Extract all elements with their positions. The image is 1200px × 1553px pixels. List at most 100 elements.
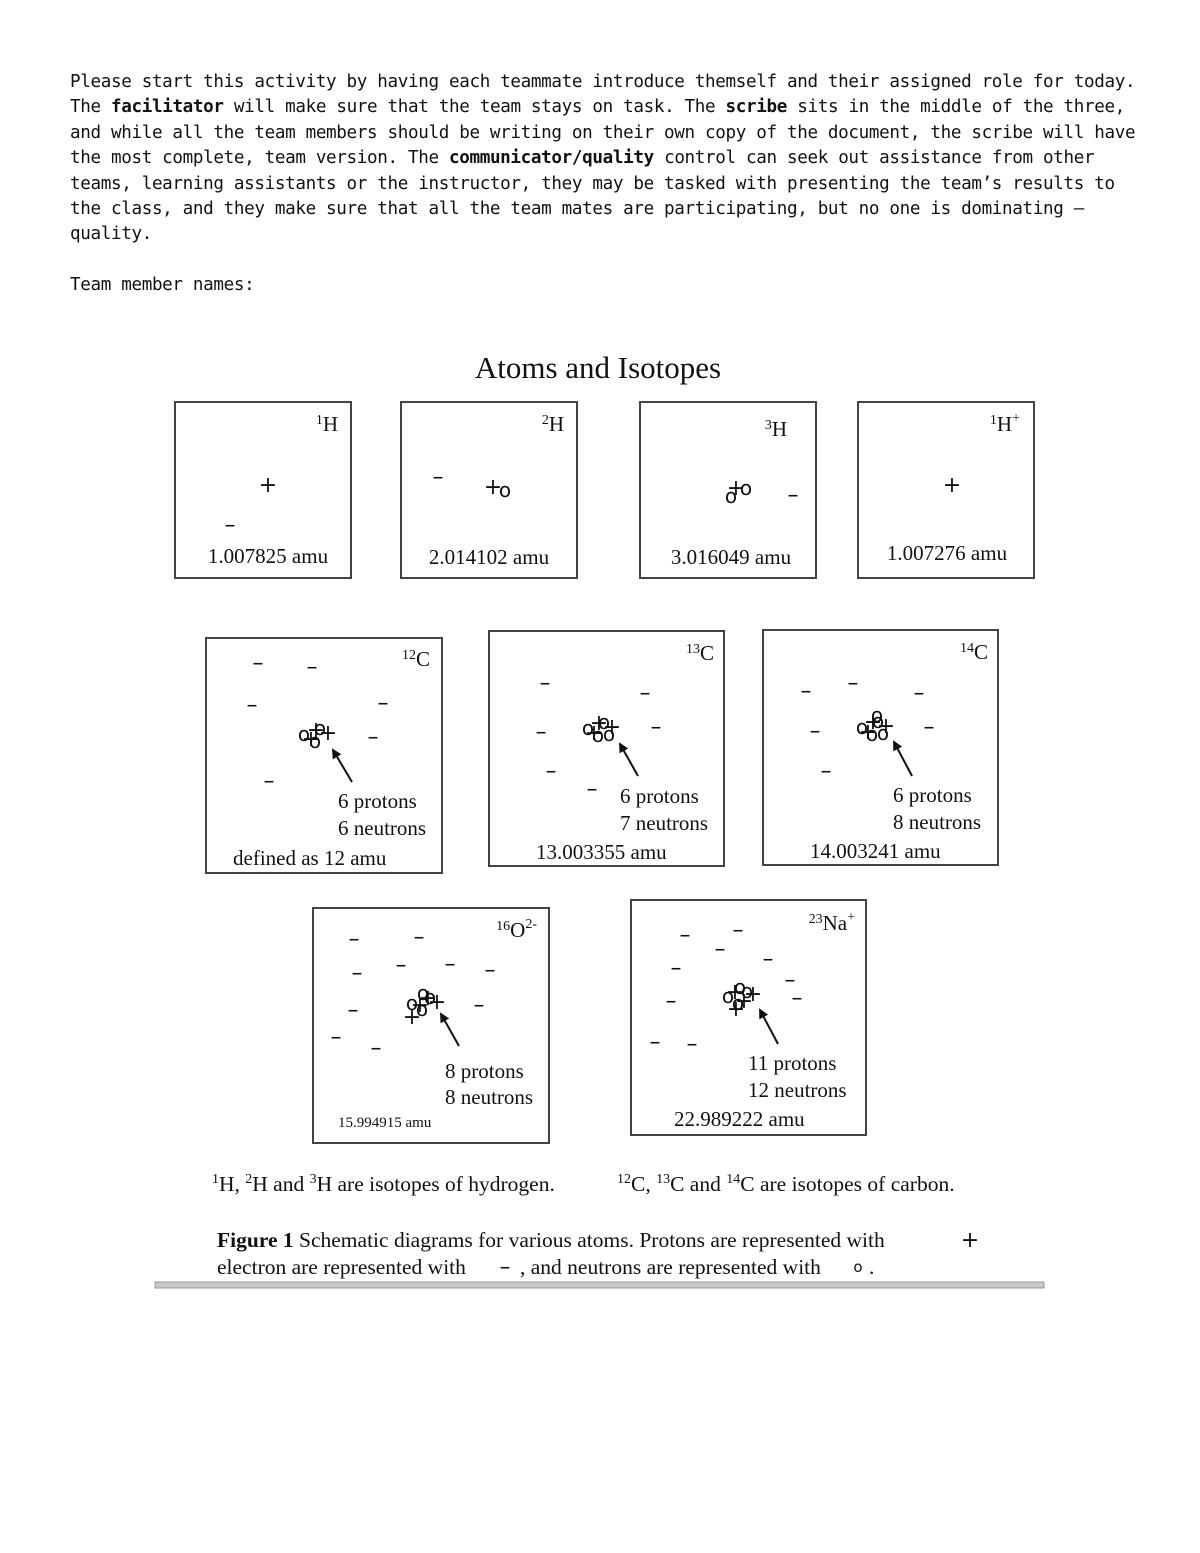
atomic-mass: 15.994915 amu (338, 1115, 432, 1131)
electron-cloud: – – – – – – – – – – (650, 918, 803, 1057)
proton: + (428, 990, 446, 1015)
atom-symbol: 16O2- (496, 917, 537, 942)
nucleus-arrow (759, 1008, 779, 1045)
role-communicator: communicator/quality (448, 148, 654, 169)
atom-box-c13: 13C – – – – – – o + o + o + o 6 protons … (488, 630, 725, 867)
proton: + (727, 997, 745, 1022)
electron-legend-icon: – (500, 1255, 511, 1280)
neutron: o (309, 729, 321, 753)
atomic-mass: 1.007276 amu (887, 541, 1008, 565)
electron: – (540, 671, 551, 696)
atom-box-h1: 1H + – 1.007825 amu (174, 401, 352, 579)
neutron: o (499, 478, 511, 502)
electron-cloud: – – – – – – (247, 651, 389, 794)
electron: – (763, 947, 774, 972)
hydrogen-isotopes-note: 1H, 2H and 3H are isotopes of hydrogen. (212, 1172, 555, 1196)
proton: + (603, 715, 621, 740)
proton: + (484, 475, 502, 500)
neutron-count: 6 neutrons (338, 816, 426, 840)
neutron: o (856, 715, 868, 739)
electron: – (546, 759, 557, 784)
neutron: o (725, 484, 737, 508)
atom-box-c14: 14C – – – – – – o + o + o + o o 6 proton… (762, 629, 999, 866)
proton: + (403, 1005, 421, 1030)
electron: – (396, 953, 407, 978)
caption-line-2: electron are represented with (217, 1255, 466, 1279)
electron: – (785, 968, 796, 993)
atom-box-o16-ion: 16O2- – – – – – – – – – – o o + o + o + … (312, 907, 550, 1144)
electron-cloud: – – – – – – (536, 671, 662, 802)
carbon-isotopes-note: 12C, 13C and 14C are isotopes of carbon. (617, 1172, 955, 1196)
electron: – (414, 925, 425, 950)
intro-text: Please start this activity by having eac… (70, 70, 1150, 298)
electron: – (792, 986, 803, 1011)
electron: – (801, 679, 812, 704)
atomic-mass: 2.014102 amu (429, 545, 550, 569)
electron: – (810, 719, 821, 744)
atom-box-h3: 3H + o o – 3.016049 amu (639, 401, 817, 579)
caption-line-1: Figure 1 Schematic diagrams for various … (217, 1228, 885, 1252)
neutron: o (592, 723, 604, 747)
electron: – (225, 513, 236, 538)
electron: – (733, 918, 744, 943)
electron: – (474, 993, 485, 1018)
team-member-names-label: Team member names: (70, 274, 255, 295)
neutron: o (424, 985, 436, 1009)
atom-symbol: 12C (402, 647, 430, 671)
electron: – (352, 961, 363, 986)
electron: – (788, 483, 799, 508)
proton: + (411, 993, 429, 1018)
proton: + (590, 711, 608, 736)
neutron: o (732, 991, 744, 1015)
neutron: o (877, 721, 889, 745)
caption-end: . (869, 1255, 874, 1279)
intro-text-part: control can seek out assistance from oth… (70, 148, 1115, 245)
nucleus: o + o + o + o (582, 710, 621, 747)
electron: – (445, 952, 456, 977)
atomic-mass: 1.007825 amu (208, 544, 329, 568)
proton: + (585, 721, 603, 746)
figure-title: Atoms and Isotopes (475, 350, 721, 385)
neutron: o (734, 975, 746, 999)
caption-line-2b: , and neutrons are represented with (520, 1255, 821, 1279)
neutron: o (582, 716, 594, 740)
atom-symbol: 3H (765, 417, 787, 441)
proton: + (864, 710, 882, 735)
nucleus-arrow (893, 740, 913, 777)
proton: + (727, 476, 745, 501)
electron: – (650, 1030, 661, 1055)
electron-cloud: – – – – – – – – – – (331, 925, 496, 1061)
nucleus: o + o + o + o o (856, 703, 895, 746)
electron: – (433, 465, 444, 490)
proton: + (302, 727, 320, 752)
role-facilitator: facilitator (110, 97, 224, 118)
neutron: o (416, 997, 428, 1021)
neutron: o (871, 703, 883, 727)
figure-caption: Figure 1 Schematic diagrams for various … (217, 1228, 979, 1280)
atomic-mass: 3.016049 amu (671, 545, 792, 569)
proton: + (726, 980, 744, 1005)
atom-box-na23-ion: 23Na+ – – – – – – – – – – o o + o + o + … (630, 899, 867, 1136)
intro-text-part: will make sure that the team stays on ta… (223, 97, 726, 118)
electron: – (587, 777, 598, 802)
electron: – (371, 1036, 382, 1061)
electron-cloud: – – – – – – (801, 671, 935, 784)
atomic-mass: 13.003355 amu (536, 840, 667, 864)
intro-text-part: Please start this activity by having eac… (70, 72, 1136, 118)
atom-symbol: 1H+ (990, 411, 1020, 436)
proton-count: 11 protons (748, 1051, 836, 1075)
proton: + (307, 718, 325, 743)
atom-box-h1-plus: 1H+ + 1.007276 amu (857, 401, 1035, 579)
neutron: o (598, 710, 610, 734)
neutron: o (722, 984, 734, 1008)
electron: – (687, 1032, 698, 1057)
neutron: o (741, 979, 753, 1003)
atomic-mass: defined as 12 amu (233, 846, 387, 870)
electron: – (671, 956, 682, 981)
separator-rule (154, 1281, 1045, 1289)
proton: + (735, 989, 753, 1014)
neutron-count: 7 neutrons (620, 811, 708, 835)
electron: – (247, 693, 258, 718)
electron: – (368, 725, 379, 750)
